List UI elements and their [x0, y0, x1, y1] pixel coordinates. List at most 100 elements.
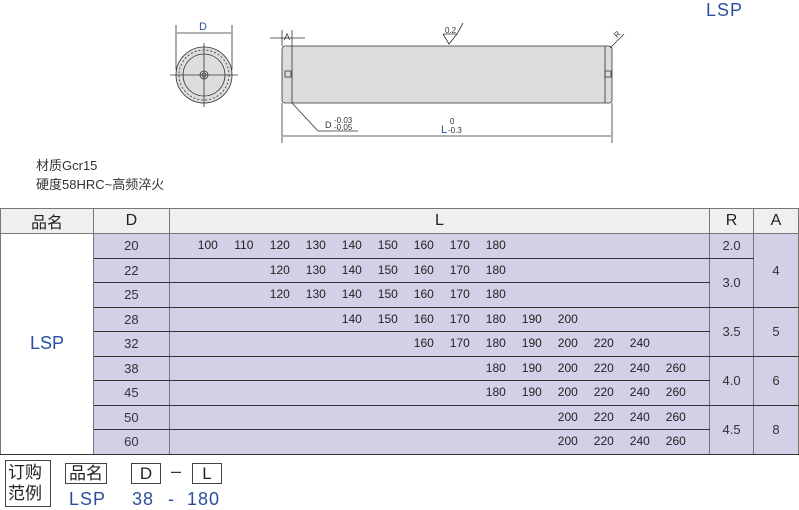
order-example-label: 订购 范例: [5, 460, 51, 507]
r-value: 3.5: [709, 306, 754, 357]
l-value: 150: [377, 287, 398, 301]
l-value: 160: [413, 336, 434, 350]
hardness-text: 硬度58HRC~高频淬火: [36, 177, 165, 192]
roughness-label: 0.2: [445, 26, 457, 35]
l-value: 260: [665, 434, 686, 448]
l-value: 240: [629, 360, 650, 375]
r-label: R: [612, 29, 623, 40]
l-value: 200: [557, 385, 578, 399]
l-value: 170: [449, 238, 470, 252]
header-name: 品名: [0, 208, 94, 234]
l-value: 190: [521, 385, 542, 399]
l-value: 130: [305, 287, 326, 301]
header-l: L: [168, 208, 711, 234]
l-value: 120: [269, 287, 290, 301]
l-value: 160: [413, 262, 434, 277]
l-value: 220: [593, 409, 614, 424]
l-value: 170: [449, 287, 470, 301]
example-dash: -: [168, 489, 175, 509]
a-label: A: [284, 32, 290, 42]
l-value: 120: [269, 262, 290, 277]
r-value: 4.5: [709, 404, 754, 455]
l-value: 180: [485, 311, 506, 326]
l-value: 110: [234, 238, 254, 252]
d-value: 60: [92, 429, 170, 455]
l-value: 130: [305, 238, 326, 252]
d-tol-label: D: [325, 120, 332, 130]
l-value: 180: [485, 287, 506, 301]
l-value: 200: [557, 311, 578, 326]
l-label: L: [441, 124, 447, 136]
l-value: 140: [341, 262, 362, 277]
d-value: 38: [92, 355, 170, 381]
a-value: 5: [753, 306, 799, 357]
l-value: 190: [521, 360, 542, 375]
r-value: 2.0: [709, 233, 754, 259]
name-box: 品名: [65, 463, 107, 484]
end-view: [170, 25, 238, 107]
l-value: 130: [305, 262, 326, 277]
l-value: 200: [557, 409, 578, 424]
d-value: 32: [92, 331, 170, 357]
l-value: 180: [485, 262, 506, 277]
l-value: 240: [629, 336, 650, 350]
l-value: 240: [629, 434, 650, 448]
l-value: 150: [377, 311, 398, 326]
l-value: 140: [341, 287, 362, 301]
l-value: 260: [665, 409, 686, 424]
l-value: 200: [557, 336, 578, 350]
l-value: 190: [521, 336, 542, 350]
l-value: 170: [449, 336, 470, 350]
l-value: 170: [449, 311, 470, 326]
l-box: L: [192, 463, 222, 484]
a-value: 4: [753, 233, 799, 308]
l-value: 180: [485, 385, 506, 399]
material-text: 材质Gcr15: [36, 158, 98, 173]
l-value: 140: [341, 311, 362, 326]
l-value: 170: [449, 262, 470, 277]
order-label-line2: 范例: [8, 484, 42, 503]
l-value: 140: [341, 238, 362, 252]
order-label-line1: 订购: [8, 463, 42, 482]
d-tol-upper: -0.03: [334, 116, 353, 125]
l-tol-lower: -0.3: [448, 126, 462, 135]
l-value: 190: [521, 311, 542, 326]
r-value: 4.0: [709, 355, 754, 406]
side-view: [270, 22, 625, 143]
r-value: 3.0: [709, 257, 754, 308]
l-value: 220: [593, 336, 614, 350]
d-value: 50: [92, 404, 170, 430]
l-tol-upper: 0: [450, 117, 455, 126]
l-value: 240: [629, 409, 650, 424]
l-values: 200 220 240 260: [168, 404, 711, 430]
product-title: LSP: [706, 0, 744, 20]
l-value: 220: [593, 360, 614, 375]
dia-label: D: [199, 21, 207, 33]
l-value: 100: [197, 238, 218, 252]
header-r: R: [709, 208, 754, 234]
l-value: 150: [377, 262, 398, 277]
l-values: 120 130 140 150 160 170 180: [168, 257, 711, 283]
d-value: 28: [92, 306, 170, 332]
l-value: 180: [485, 238, 506, 252]
dash: –: [171, 461, 182, 481]
l-value: 200: [557, 434, 578, 448]
l-value: 200: [557, 360, 578, 375]
example-l: 180: [187, 489, 221, 509]
product-name: LSP: [0, 233, 94, 455]
d-value: 20: [92, 233, 170, 259]
l-value: 240: [629, 385, 650, 399]
